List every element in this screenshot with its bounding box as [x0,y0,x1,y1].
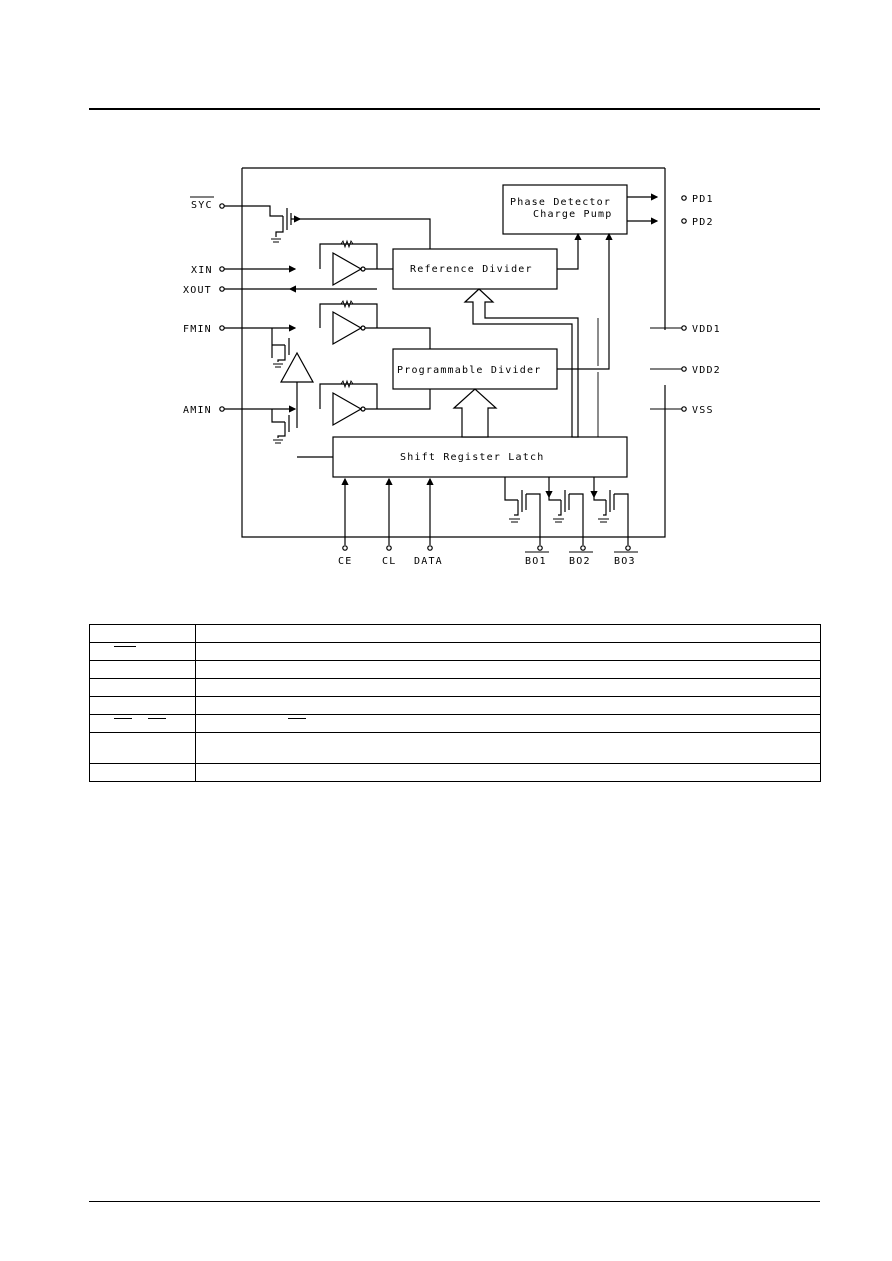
pin-syc-label: SYC [191,200,213,211]
pin-data-label: DATA [414,556,443,567]
programmable-divider-label: Programmable Divider [397,365,541,376]
header-rule [89,108,820,110]
data-bus-arrow-progdiv [452,388,498,438]
pin-ce-label: CE [338,556,352,567]
pin-fmin-label: FMIN [183,324,212,335]
phase-detector-label-2: Charge Pump [533,209,612,220]
pin-amin-label: AMIN [183,405,212,416]
table-row [89,642,821,661]
table-row [89,678,821,697]
pin-vdd1-label: VDD1 [692,324,721,335]
pin-vdd2-label: VDD2 [692,365,721,376]
phase-detector-block [502,184,628,235]
footer-rule [89,1201,820,1202]
pin-xout-label: XOUT [183,285,212,296]
block-diagram: Phase Detector Charge Pump Reference Div… [183,167,721,567]
table-row [89,714,821,733]
table-row [89,696,821,715]
pin-bo1-label: BO1 [525,556,547,567]
pin-pd1-label: PD1 [692,194,714,205]
fmin-inverter [332,310,363,346]
pin-bo2-label: BO2 [569,556,591,567]
pin-vss-label: VSS [692,405,714,416]
table-row [89,660,821,679]
table-row [89,624,821,643]
pin-pd2-label: PD2 [692,217,714,228]
pin-bo3-label: BO3 [614,556,636,567]
pin-cl-label: CL [382,556,396,567]
shift-register-label: Shift Register Latch [400,452,544,463]
mode-buffer [279,351,315,383]
amin-inverter [332,391,363,427]
data-bus-arrow-refdiv [463,288,579,438]
table-row [89,763,821,782]
chip-outline [241,167,666,538]
xin-inverter [332,251,363,287]
phase-detector-label-1: Phase Detector [510,197,611,208]
pin-description-table [89,624,821,782]
reference-divider-label: Reference Divider [410,264,533,275]
pin-xin-label: XIN [191,265,213,276]
table-row [89,732,821,764]
programmable-divider-block [392,348,558,390]
